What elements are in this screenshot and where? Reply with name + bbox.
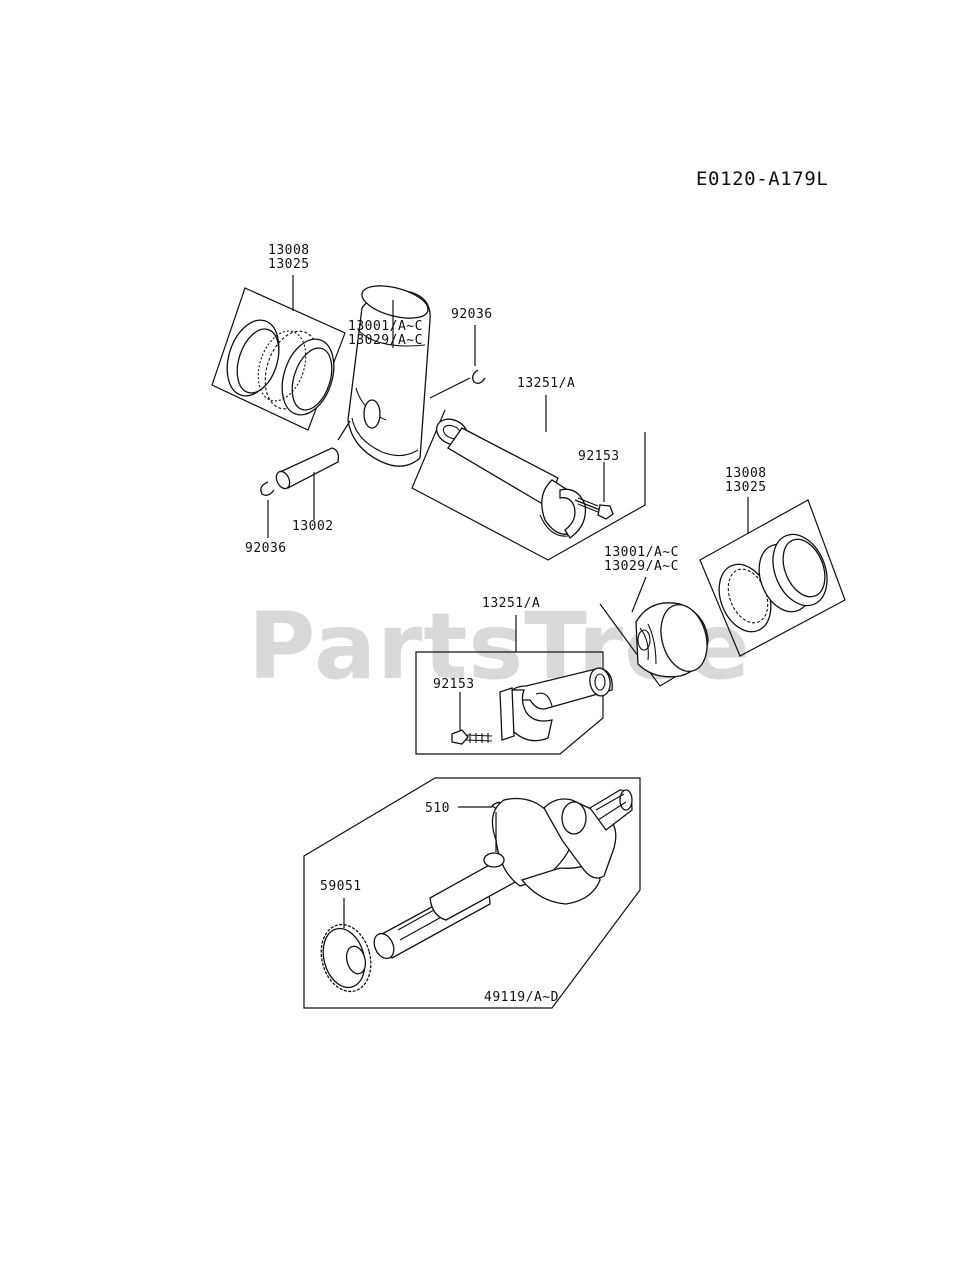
label-rings-lower-1: 13008 bbox=[725, 466, 767, 481]
label-gear: 59051 bbox=[320, 879, 362, 894]
piston-pin[interactable] bbox=[274, 447, 340, 491]
label-rod-upper: 13251/A bbox=[517, 376, 575, 391]
connecting-rod-lower[interactable] bbox=[415, 651, 613, 755]
label-key: 510 bbox=[425, 801, 450, 816]
label-bolt-lower: 92153 bbox=[433, 677, 475, 692]
label-rings-upper-2: 13025 bbox=[268, 257, 310, 272]
piston-rings-lower[interactable] bbox=[699, 499, 846, 657]
connecting-rod-upper[interactable] bbox=[411, 409, 646, 561]
label-rings-upper-1: 13008 bbox=[268, 243, 310, 258]
label-crankshaft: 49119/A~D bbox=[484, 990, 559, 1005]
piston-upper[interactable] bbox=[347, 280, 431, 467]
crankshaft-gear[interactable] bbox=[314, 919, 378, 997]
label-piston-upper-1: 13001/A~C bbox=[348, 319, 423, 334]
piston-lower[interactable] bbox=[599, 599, 714, 687]
label-pin: 13002 bbox=[292, 519, 334, 534]
bolt-lower[interactable] bbox=[451, 729, 493, 745]
diagram-code: E0120-A179L bbox=[696, 168, 828, 190]
label-clip-upper-left: 92036 bbox=[245, 541, 287, 556]
label-piston-lower-2: 13029/A~C bbox=[604, 559, 679, 574]
crankshaft[interactable] bbox=[303, 777, 641, 1009]
clip-upper-right[interactable] bbox=[472, 369, 486, 384]
clip-upper-left[interactable] bbox=[260, 481, 275, 496]
bolt-upper[interactable] bbox=[574, 497, 614, 520]
piston-rings-upper[interactable] bbox=[211, 287, 346, 431]
label-clip-upper-right: 92036 bbox=[451, 307, 493, 322]
label-rod-lower: 13251/A bbox=[482, 596, 540, 611]
label-piston-lower-1: 13001/A~C bbox=[604, 545, 679, 560]
label-piston-upper-2: 13029/A~C bbox=[348, 333, 423, 348]
label-bolt-upper: 92153 bbox=[578, 449, 620, 464]
label-rings-lower-2: 13025 bbox=[725, 480, 767, 495]
